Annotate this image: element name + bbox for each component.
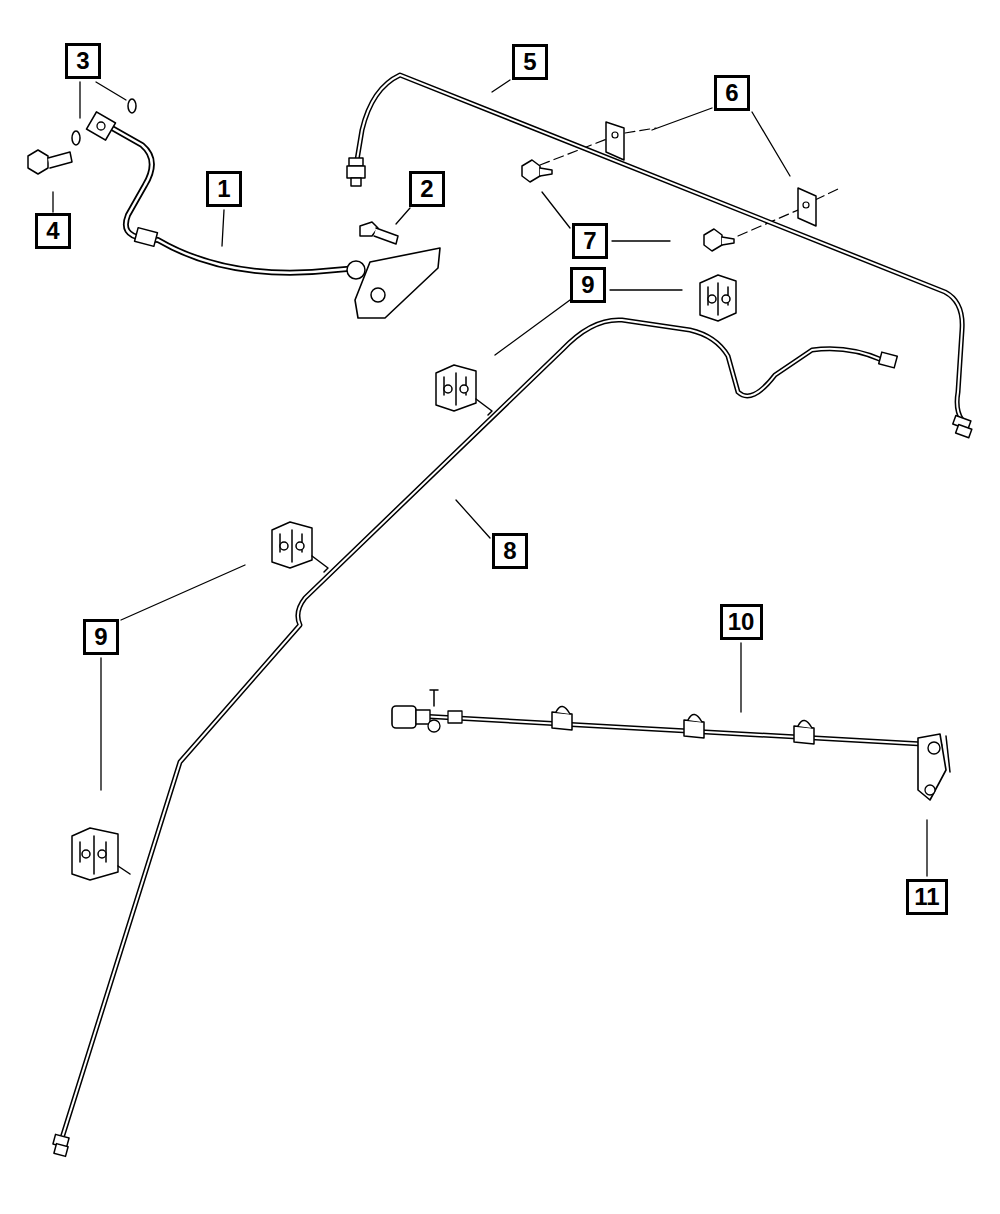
callout-box: 4 [35,213,71,249]
callout-number: 5 [523,50,536,74]
callout-number: 2 [420,177,433,201]
callout-number: 8 [503,539,516,563]
callout-number: 11 [914,885,939,909]
callout-number: 10 [728,610,755,634]
callout-box: 1 [206,171,242,207]
callout-box: 8 [492,533,528,569]
callout-box: 7 [572,223,608,259]
callout-box: 3 [65,43,101,79]
brake-tube-8 [53,320,897,1157]
callout-box: 10 [720,604,763,640]
callout-box: 11 [906,879,948,915]
washers-bolts [28,99,398,244]
callout-box: 6 [714,75,750,111]
callout-box: 2 [409,171,445,207]
callout-number: 1 [217,177,230,201]
callout-number: 3 [76,49,89,73]
brake-tube-5 [347,75,972,438]
callout-number: 9 [581,273,594,297]
clips-9 [72,275,736,880]
bolts-7 [522,160,734,251]
brake-hose-1 [86,112,440,318]
callout-number: 7 [583,229,596,253]
callout-number: 6 [725,81,738,105]
alignment-lines [540,128,840,236]
callout-number: 9 [94,625,107,649]
callout-box: 9 [83,619,119,655]
callout-box: 5 [512,44,548,80]
wheel-speed-sensor [392,690,950,800]
callout-number: 4 [46,219,59,243]
callout-box: 9 [570,267,606,303]
